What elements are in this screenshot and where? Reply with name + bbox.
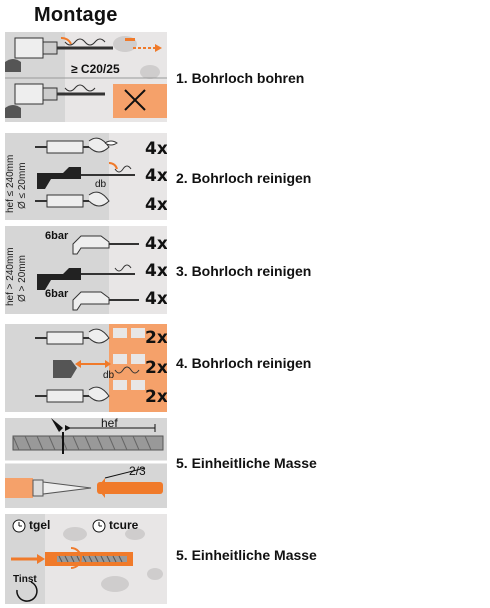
cleaning-illustration [37, 226, 167, 314]
repeat-count: 2x [145, 387, 167, 407]
condition-depth: hef > 240mm [5, 247, 16, 306]
step-1-label: 1. Bohrloch bohren [176, 70, 305, 86]
mixing-illustration [5, 418, 167, 498]
repeat-count: 4x [145, 166, 167, 186]
fill-ratio: 2/3 [129, 464, 146, 478]
step-5b-label: 5. Einheitliche Masse [176, 547, 317, 563]
step-1-illustration: ≥ C20/25 [5, 32, 167, 122]
condition-diameter: Ø ≤ 20mm [17, 162, 28, 209]
condition-diameter: Ø > 20mm [17, 255, 28, 302]
repeat-count: 4x [145, 261, 167, 281]
repeat-count: 4x [145, 195, 167, 215]
step-3-label: 3. Bohrloch reinigen [176, 263, 312, 279]
gel-time-label: tgel [29, 518, 51, 532]
condition-depth: hef ≤ 240mm [5, 154, 16, 213]
cleaning-illustration [35, 324, 167, 412]
drill-illustration [5, 32, 167, 122]
repeat-count: 2x [145, 328, 167, 348]
cleaning-illustration [35, 133, 167, 220]
step-5b-illustration: tgel tcure Tinst [5, 514, 167, 604]
repeat-count: 2x [145, 358, 167, 378]
step-5-illustration: hef 2/3 [5, 418, 167, 508]
step-2-illustration: hef ≤ 240mm Ø ≤ 20mm db 4x 4x 4x [5, 133, 167, 220]
cure-time-label: tcure [109, 518, 139, 532]
brush-label: db [95, 179, 107, 190]
pressure-label: 6bar [45, 288, 69, 300]
brush-label: db [103, 370, 115, 381]
concrete-class: ≥ C20/25 [71, 62, 120, 76]
repeat-count: 4x [145, 139, 167, 159]
pressure-label: 6bar [45, 230, 69, 242]
step-4-illustration: db 2x 2x 2x [5, 324, 167, 412]
step-3-illustration: hef > 240mm Ø > 20mm 6bar 6bar 4x 4x 4x [5, 226, 167, 314]
repeat-count: 4x [145, 234, 167, 254]
page-title: Montage [34, 4, 118, 26]
depth-label: hef [101, 418, 118, 430]
curing-illustration [5, 514, 167, 604]
repeat-count: 4x [145, 289, 167, 309]
step-5a-label: 5. Einheitliche Masse [176, 455, 317, 471]
step-4-label: 4. Bohrloch reinigen [176, 355, 312, 371]
install-torque-label: Tinst [13, 574, 37, 585]
step-2-label: 2. Bohrloch reinigen [176, 170, 312, 186]
